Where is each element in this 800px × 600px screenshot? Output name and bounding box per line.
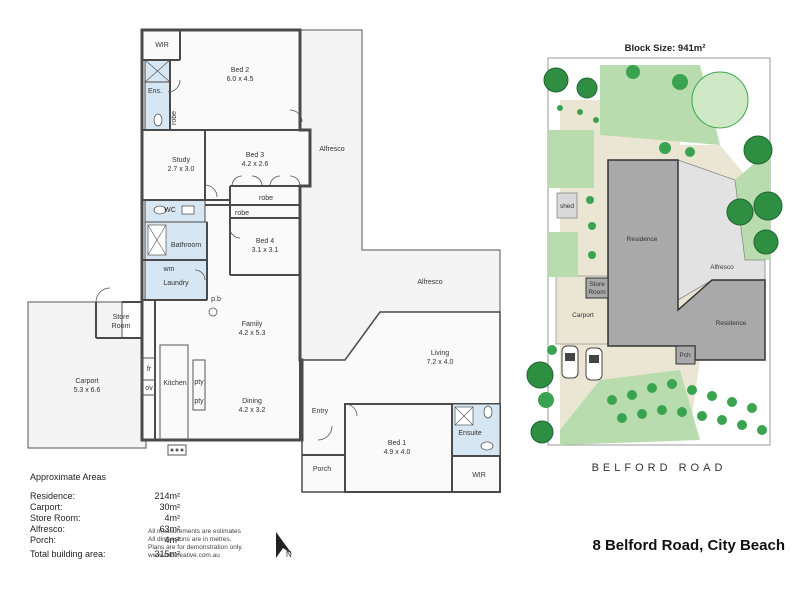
- property-address: 8 Belford Road, City Beach: [592, 537, 785, 554]
- area-row: Porch:4m²: [30, 535, 180, 545]
- note-line: All measurements are estimates: [148, 528, 241, 535]
- room-label-bathroom: Bathroom: [171, 242, 202, 249]
- room-label-carport: Carport: [75, 378, 98, 385]
- site-car-2: [585, 347, 603, 381]
- site-label-store-2: Room: [588, 289, 605, 296]
- site-label-shed: shed: [560, 203, 574, 210]
- site-porch: [675, 345, 696, 365]
- room-label-wm: wm: [163, 266, 175, 273]
- site-store-room: [585, 277, 609, 299]
- room-label-wir-top: WIR: [155, 42, 169, 49]
- room-label-ensuite: Ensuite: [458, 430, 481, 437]
- site-residence: [607, 159, 766, 361]
- room-label-robe-3: robe: [235, 210, 249, 217]
- area-row: Residence:214m²: [30, 491, 180, 501]
- site-label-alfresco: Alfresco: [710, 264, 734, 271]
- area-row: Alfresco:63m²: [30, 524, 180, 534]
- room-label-porch: Porch: [313, 466, 331, 473]
- room-label-alfresco-mid: Alfresco: [417, 279, 442, 286]
- room-dim-living: 7.2 x 4.0: [427, 359, 454, 366]
- room-label-bed2: Bed 2: [231, 67, 249, 74]
- room-label-robe-1: robe: [171, 111, 178, 125]
- room-label-wc: WC: [164, 207, 176, 214]
- room-label-ov: ov: [145, 385, 153, 392]
- site-label-porch: Pch: [679, 352, 691, 359]
- block-size: Block Size: 941m²: [624, 43, 706, 54]
- site-car-1: [561, 345, 579, 379]
- site-plan: shed Residence Store Room Alfresco Carpo…: [526, 57, 783, 446]
- note-line: Plans are for demonstration only.: [148, 544, 243, 551]
- disclaimer-notes: All measurements are estimates All dimen…: [148, 528, 243, 560]
- room-dim-bed3: 4.2 x 2.6: [242, 161, 269, 168]
- room-label-bed3: Bed 3: [246, 152, 264, 159]
- room-label-store-2: Room: [112, 323, 131, 330]
- note-line: All dimensions are in metres.: [148, 536, 232, 543]
- room-label-wir-bottom: WIR: [472, 472, 486, 479]
- site-trees: [526, 65, 783, 444]
- area-total-row: Total building area:315m²: [30, 549, 180, 559]
- areas-heading: Approximate Areas: [30, 472, 107, 482]
- room-label-bed4: Bed 4: [256, 238, 274, 245]
- site-label-residence-bottom: Residence: [716, 320, 747, 327]
- area-row: Store Room:4m²: [30, 513, 180, 523]
- site-label-residence-top: Residence: [627, 236, 658, 243]
- room-label-pty-2: pty: [194, 398, 204, 405]
- room-label-alfresco-top: Alfresco: [319, 146, 344, 153]
- north-label: N: [286, 550, 292, 559]
- room-dim-bed1: 4.9 x 4.0: [384, 449, 411, 456]
- room-dim-bed2: 6.0 x 4.5: [227, 76, 254, 83]
- road-name: BELFORD ROAD: [591, 462, 727, 474]
- door-swings: [95, 79, 358, 441]
- room-label-ens: Ens.: [148, 88, 162, 95]
- room-label-study: Study: [172, 157, 190, 164]
- room-label-robe-2: robe: [259, 195, 273, 202]
- room-label-store-1: Store: [113, 314, 130, 321]
- area-row: Carport:30m²: [30, 502, 180, 512]
- room-label-bed1: Bed 1: [388, 440, 406, 447]
- room-label-kitchen: Kitchen: [163, 380, 186, 387]
- room-label-family: Family: [242, 321, 263, 328]
- site-lawn-bottom: [560, 370, 700, 445]
- room-label-laundry: Laundry: [163, 280, 189, 287]
- room-label-pb: p.b: [211, 296, 221, 303]
- north-arrow-icon: N: [276, 532, 292, 559]
- site-lawn-top: [600, 65, 720, 145]
- site-lawn-left: [548, 130, 594, 188]
- room-label-entry: Entry: [312, 408, 329, 415]
- site-alfresco: [677, 159, 766, 301]
- room-dim-family: 4.2 x 5.3: [239, 330, 266, 337]
- site-label-carport: Carport: [572, 312, 594, 319]
- room-dim-study: 2.7 x 3.0: [168, 166, 195, 173]
- site-shed: [556, 192, 578, 219]
- room-dim-dining: 4.2 x 3.2: [239, 407, 266, 414]
- room-label-dining: Dining: [242, 398, 262, 405]
- room-label-living: Living: [431, 350, 449, 357]
- note-line: www.cribcreative.com.au: [148, 552, 220, 559]
- site-label-store-1: Store: [589, 281, 605, 288]
- approximate-areas-table: Approximate Areas Residence:214m² Carpor…: [30, 472, 180, 560]
- room-dim-carport: 5.3 x 6.6: [74, 387, 101, 394]
- room-label-fr: fr: [147, 366, 152, 373]
- room-dim-bed4: 3.1 x 3.1: [252, 247, 279, 254]
- floor-plan: WIR Bed 2 6.0 x 4.5 Ens. robe Study 2.7 …: [27, 28, 501, 493]
- room-label-pty-1: pty: [194, 379, 204, 386]
